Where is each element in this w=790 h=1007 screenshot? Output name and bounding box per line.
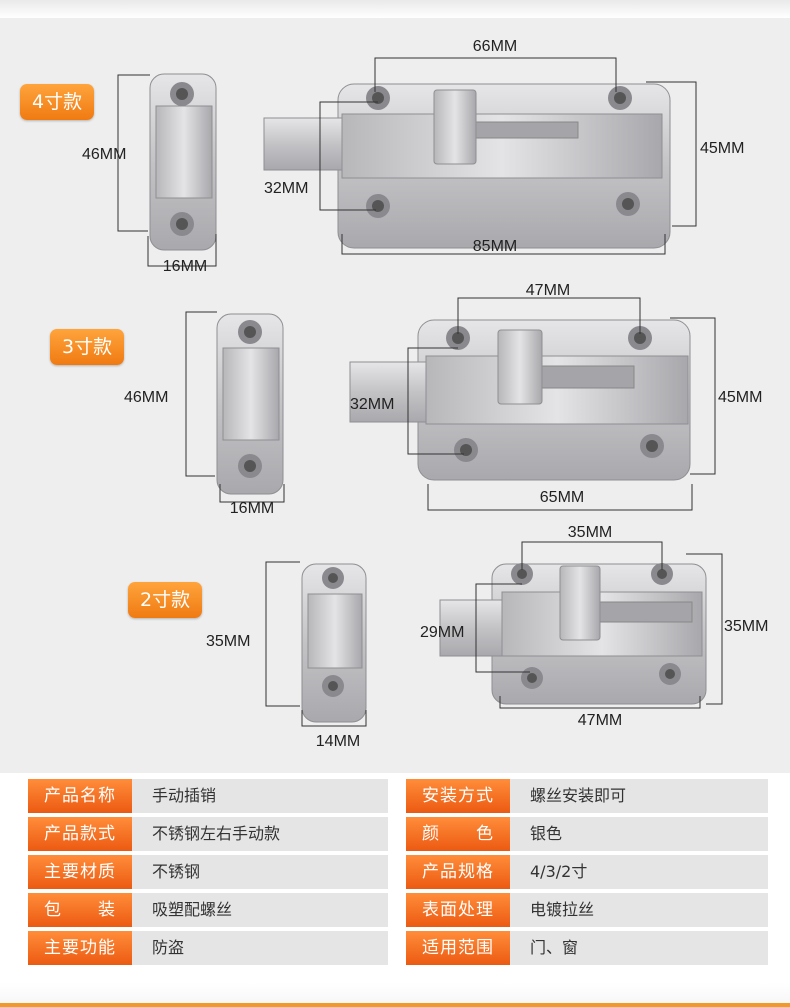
dim-hole-span: 66MM — [472, 38, 518, 55]
spec-key: 产品款式 — [28, 817, 132, 851]
dim-bolt-height: 32MM — [264, 180, 309, 197]
catch-4inch — [149, 73, 217, 251]
spec-value: 螺丝安装即可 — [530, 786, 627, 805]
bottom-accent-line — [0, 1003, 790, 1007]
spec-value: 门、窗 — [530, 938, 579, 957]
spec-key: 安装方式 — [406, 779, 510, 813]
spec-value: 银色 — [530, 824, 563, 843]
spec-value: 电镀拉丝 — [530, 900, 595, 919]
dim-hole-span: 35MM — [567, 524, 613, 541]
dim-catch-width: 14MM — [315, 733, 361, 750]
spec-value: 不锈钢 — [152, 862, 201, 881]
spec-key: 表面处理 — [406, 893, 510, 927]
spec-row: 适用范围 门、窗 — [406, 931, 768, 965]
spec-row: 主要功能 防盗 — [28, 931, 388, 965]
dim-catch-height: 35MM — [206, 633, 251, 650]
spec-key: 颜 色 — [406, 817, 510, 851]
spec-value: 手动插销 — [152, 786, 217, 805]
dim-hole-span: 47MM — [525, 282, 571, 299]
spec-value: 防盗 — [152, 938, 185, 957]
spec-key: 包 装 — [28, 893, 132, 927]
dim-catch-width: 16MM — [162, 258, 208, 275]
spec-row: 产品规格 4/3/2寸 — [406, 855, 768, 889]
top-fade — [0, 0, 790, 18]
spec-row: 包 装 吸塑配螺丝 — [28, 893, 388, 927]
spec-row: 表面处理 电镀拉丝 — [406, 893, 768, 927]
dim-plate-height: 35MM — [724, 618, 769, 635]
spec-row: 产品款式 不锈钢左右手动款 — [28, 817, 388, 851]
spec-value: 4/3/2寸 — [530, 862, 588, 881]
dim-catch-height: 46MM — [82, 146, 127, 163]
catch-2inch — [301, 563, 367, 723]
spec-key: 产品名称 — [28, 779, 132, 813]
spec-row: 产品名称 手动插销 — [28, 779, 388, 813]
spec-key: 主要功能 — [28, 931, 132, 965]
dim-catch-height: 46MM — [124, 389, 169, 406]
bolt-latch-4inch — [263, 83, 671, 249]
spec-key: 适用范围 — [406, 931, 510, 965]
spec-value: 不锈钢左右手动款 — [152, 824, 281, 843]
size-badge-2inch: 2寸款 — [128, 582, 203, 618]
spec-key: 产品规格 — [406, 855, 510, 889]
spec-key: 主要材质 — [28, 855, 132, 889]
dim-bolt-height: 32MM — [350, 396, 395, 413]
bolt-latch-2inch — [439, 563, 707, 705]
dim-length: 47MM — [577, 712, 623, 729]
dimension-lines-2inch — [265, 541, 723, 727]
spec-row: 安装方式 螺丝安装即可 — [406, 779, 768, 813]
product-stage: 4寸款 46MM 16MM 66MM 32MM 45MM 85MM 3寸款 46… — [0, 18, 790, 773]
dimension-lines-3inch — [185, 297, 716, 511]
spec-value: 吸塑配螺丝 — [152, 900, 233, 919]
bolt-latch-3inch — [349, 319, 691, 481]
dim-plate-height: 45MM — [718, 389, 763, 406]
size-badge-3inch: 3寸款 — [50, 329, 125, 365]
spec-row: 主要材质 不锈钢 — [28, 855, 388, 889]
dim-catch-width: 16MM — [229, 500, 275, 517]
latch-illustrations — [117, 57, 723, 727]
spec-table: 产品名称 手动插销 产品款式 不锈钢左右手动款 主要材质 不锈钢 包 装 吸塑配… — [0, 773, 790, 983]
size-badge-4inch: 4寸款 — [20, 84, 95, 120]
dim-plate-height: 45MM — [700, 140, 745, 157]
bottom-fade — [0, 983, 790, 1003]
dim-bolt-height: 29MM — [420, 624, 465, 641]
catch-3inch — [216, 313, 284, 495]
spec-row: 颜 色 银色 — [406, 817, 768, 851]
dim-length: 85MM — [472, 238, 518, 255]
dimension-lines-4inch — [117, 57, 697, 267]
dim-length: 65MM — [539, 489, 585, 506]
